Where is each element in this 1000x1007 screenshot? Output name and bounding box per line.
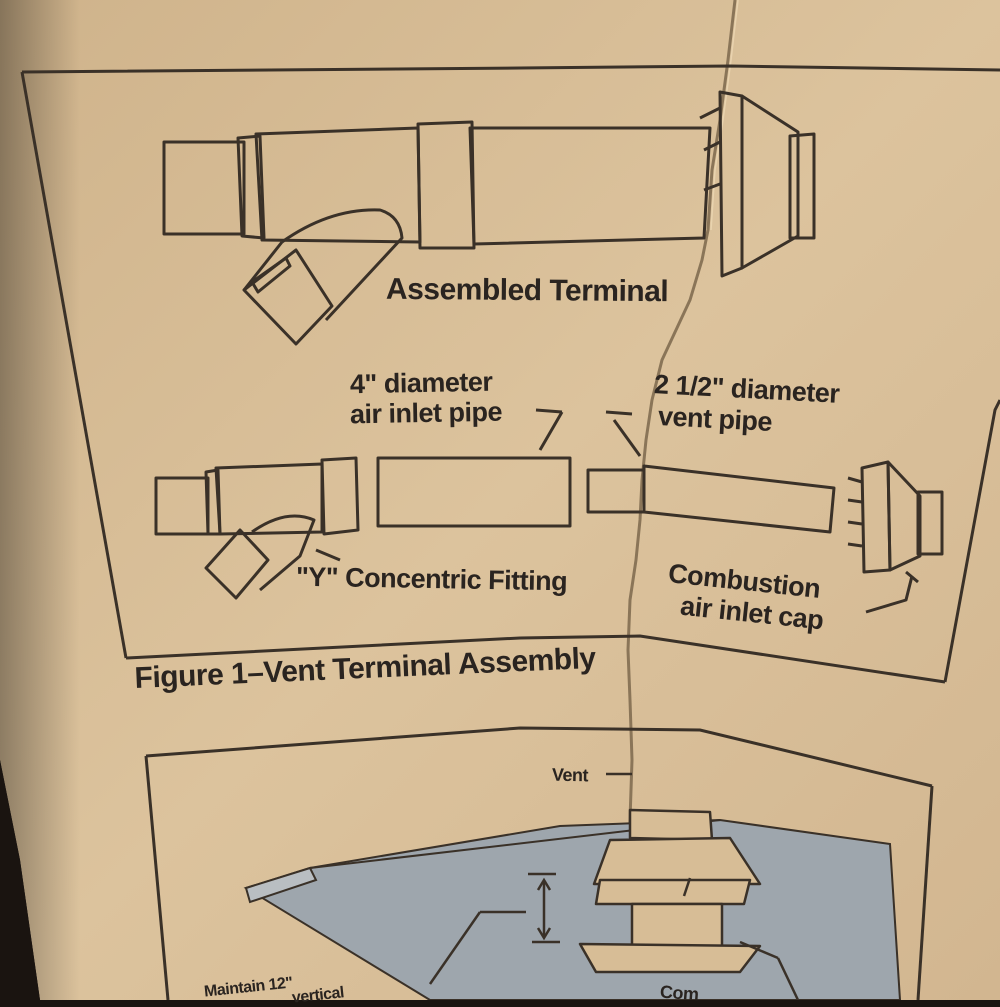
label-vent-pipe: vent pipe <box>657 401 773 437</box>
exploded-parts-drawing <box>154 408 944 614</box>
assembled-terminal-drawing <box>162 90 816 346</box>
background-shadow <box>0 760 40 1000</box>
label-air-inlet-pipe: air inlet pipe <box>349 396 503 430</box>
label-concentric-fitting: "Y" Concentric Fitting <box>295 561 568 597</box>
label-air-inlet-pipe-size: 4" diameter <box>349 366 493 400</box>
roof-vent-drawing <box>578 808 762 974</box>
label-assembled-terminal: Assembled Terminal <box>385 272 669 309</box>
label-maintain-vertical: vertical <box>291 984 345 1007</box>
clearance-dimension <box>428 772 800 1000</box>
label-vent: Vent <box>551 764 589 786</box>
figure2-frame <box>144 726 934 1000</box>
figure1-frame <box>20 64 1000 684</box>
box-crease <box>622 0 737 1000</box>
label-partial: Com <box>659 981 700 1005</box>
